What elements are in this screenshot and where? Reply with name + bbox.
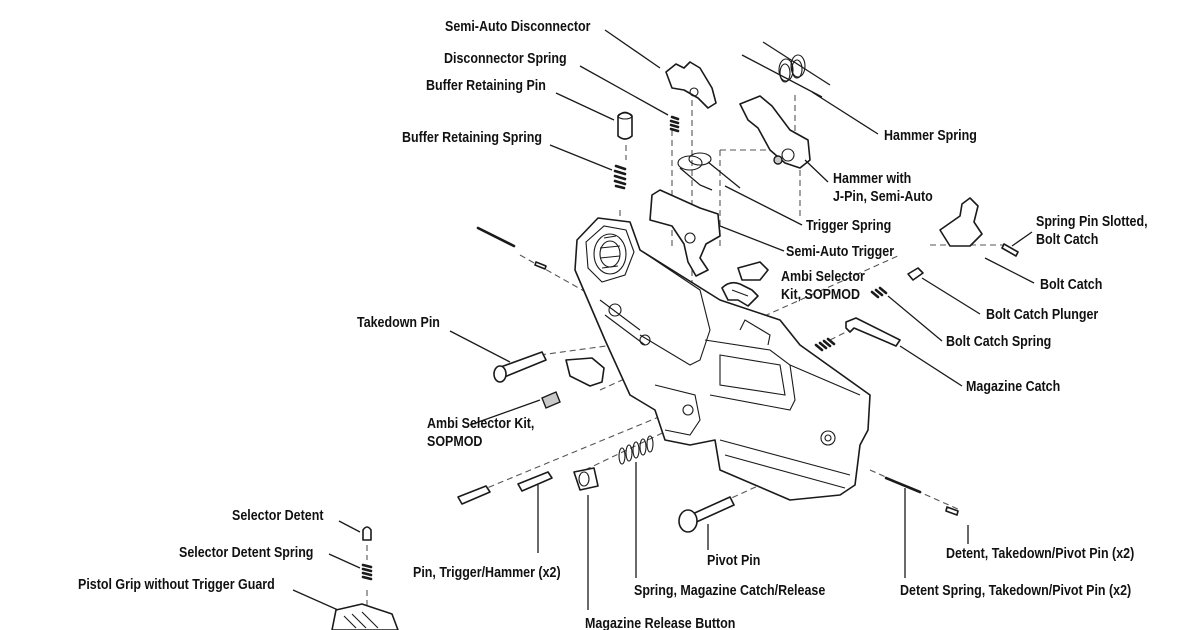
semi-auto-disconnector-part — [665, 61, 717, 109]
label-magazine-release-button: Magazine Release Button — [585, 616, 736, 630]
detent-takedown-part — [945, 506, 959, 516]
label-bolt-catch-plunger: Bolt Catch Plunger — [986, 307, 1099, 323]
label-takedown-pin: Takedown Pin — [357, 315, 440, 331]
label-ambi-selector-top-line2: Kit, SOPMOD — [781, 287, 860, 303]
label-selector-detent: Selector Detent — [232, 508, 324, 524]
selector-detent-part — [362, 526, 372, 541]
semi-auto-trigger-part — [649, 189, 721, 277]
buffer-retaining-pin-part — [617, 111, 633, 140]
label-pivot-pin: Pivot Pin — [707, 553, 761, 569]
magazine-catch-part — [814, 317, 901, 352]
label-selector-detent-spring: Selector Detent Spring — [179, 545, 314, 561]
takedown-pin-part — [493, 351, 547, 383]
hammer-part — [739, 95, 811, 169]
pivot-pin-part — [678, 496, 735, 533]
label-ambi-selector-left-line2: SOPMOD — [427, 434, 483, 450]
label-hammer-spring: Hammer Spring — [884, 128, 977, 144]
ambi-selector-left-part — [541, 357, 605, 409]
label-bolt-catch-spring: Bolt Catch Spring — [946, 334, 1052, 350]
ambi-selector-top-part — [721, 261, 769, 307]
label-semi-auto-trigger: Semi-Auto Trigger — [786, 244, 895, 260]
label-buffer-retaining-pin: Buffer Retaining Pin — [426, 78, 546, 94]
trigger-hammer-pins-part — [457, 471, 553, 505]
label-spring-pin-slotted-line2: Bolt Catch — [1036, 232, 1099, 248]
label-pistol-grip: Pistol Grip without Trigger Guard — [78, 577, 275, 593]
bolt-catch-plunger-part — [907, 267, 924, 281]
label-pin-trigger-hammer: Pin, Trigger/Hammer (x2) — [413, 565, 561, 581]
selector-detent-spring-part — [361, 563, 373, 581]
lower-receiver — [574, 217, 871, 501]
label-semi-auto-disconnector: Semi-Auto Disconnector — [445, 19, 591, 35]
label-buffer-retaining-spring: Buffer Retaining Spring — [402, 130, 542, 146]
label-detent-spring-takedown-pivot: Detent Spring, Takedown/Pivot Pin (x2) — [900, 583, 1132, 599]
magazine-catch-release-spring-part — [618, 435, 654, 465]
bolt-catch-part — [939, 197, 983, 247]
label-disconnector-spring: Disconnector Spring — [444, 51, 567, 67]
pistol-grip-part — [331, 603, 399, 630]
label-hammer-jpin-line2: J-Pin, Semi-Auto — [833, 189, 933, 205]
magazine-release-button-part — [573, 467, 599, 491]
buffer-retaining-spring-part — [613, 164, 627, 190]
label-trigger-spring: Trigger Spring — [806, 218, 892, 234]
bolt-catch-spring-part — [870, 286, 888, 299]
trigger-spring-part — [677, 152, 741, 191]
label-detent-takedown-pivot: Detent, Takedown/Pivot Pin (x2) — [946, 546, 1135, 562]
label-spring-magazine-catch: Spring, Magazine Catch/Release — [634, 583, 826, 599]
hammer-spring-part — [741, 41, 831, 98]
label-spring-pin-slotted-line1: Spring Pin Slotted, — [1036, 214, 1148, 230]
detent-spring-takedown-part — [884, 476, 922, 494]
label-ambi-selector-left-line1: Ambi Selector Kit, — [427, 416, 535, 432]
spring-pin-slotted-part — [1001, 243, 1019, 257]
disconnector-spring-part — [669, 115, 680, 133]
label-magazine-catch: Magazine Catch — [966, 379, 1061, 395]
label-bolt-catch: Bolt Catch — [1040, 277, 1103, 293]
label-hammer-jpin-line1: Hammer with — [833, 171, 912, 187]
buffer-spring-left-part — [476, 226, 547, 270]
label-ambi-selector-top-line1: Ambi Selector — [781, 269, 865, 285]
leader-lines — [292, 29, 1035, 611]
